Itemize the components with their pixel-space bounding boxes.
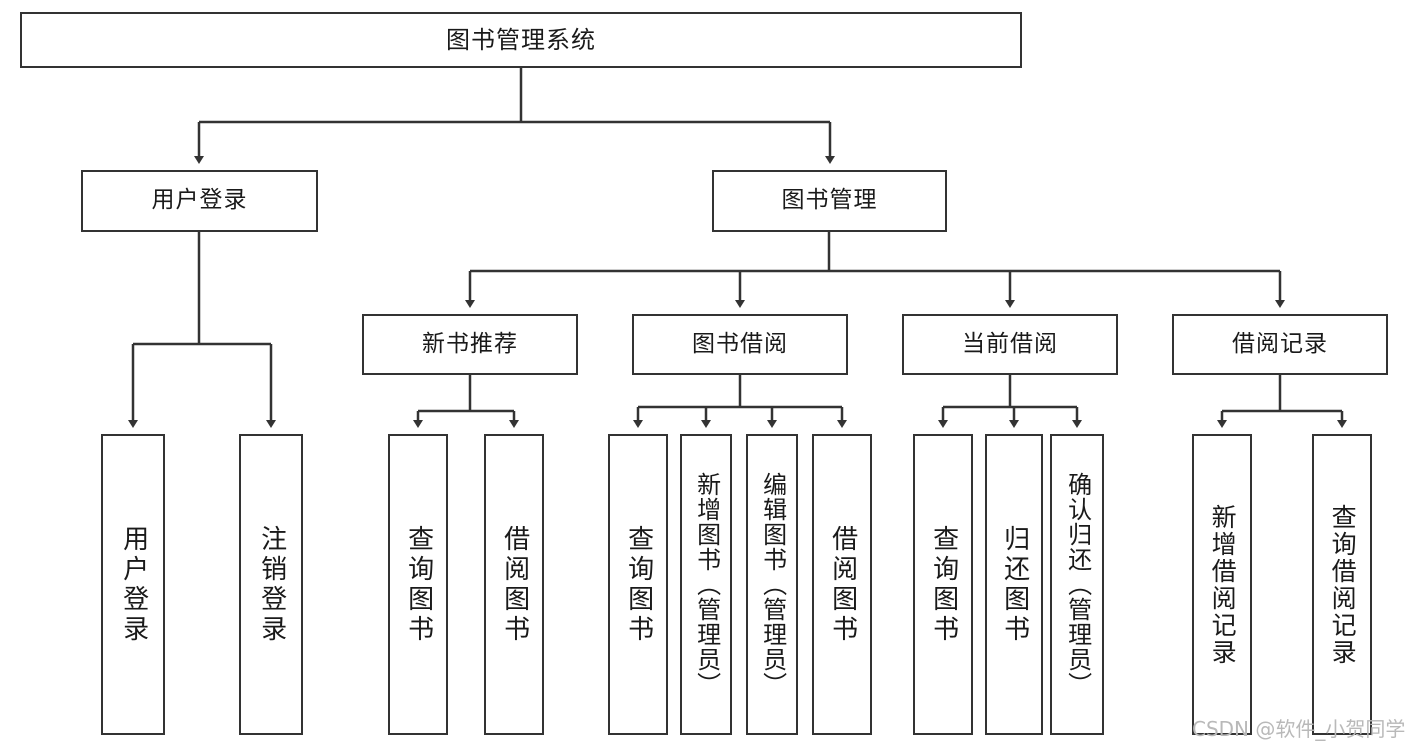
node-leaf-query-book-3[interactable]: 查询图书	[913, 434, 973, 735]
leaf-label: 查询图书	[403, 524, 434, 645]
leaf-label: 查询图书	[928, 524, 959, 645]
node-leaf-query-book-1[interactable]: 查询图书	[388, 434, 448, 735]
node-new-book-recommend[interactable]: 新书推荐	[362, 314, 578, 375]
leaf-label: 借阅图书	[827, 524, 858, 645]
leaf-label: 用户登录	[118, 524, 149, 645]
node-book-manage[interactable]: 图书管理	[712, 170, 947, 232]
node-leaf-borrow-book-1[interactable]: 借阅图书	[484, 434, 544, 735]
leaf-label: 新增图书（管理员）	[692, 472, 721, 697]
node-leaf-query-borrow-record[interactable]: 查询借阅记录	[1312, 434, 1372, 735]
watermark-text: CSDN @软件_小贺同学	[1192, 717, 1405, 741]
leaf-label: 归还图书	[999, 524, 1030, 645]
node-leaf-query-book-2[interactable]: 查询图书	[608, 434, 668, 735]
node-current-borrow[interactable]: 当前借阅	[902, 314, 1118, 375]
node-leaf-borrow-book-2[interactable]: 借阅图书	[812, 434, 872, 735]
node-user-login[interactable]: 用户登录	[81, 170, 318, 232]
node-borrow-record[interactable]: 借阅记录	[1172, 314, 1388, 375]
node-leaf-user-logout[interactable]: 注销登录	[239, 434, 303, 735]
leaf-label: 编辑图书（管理员）	[758, 472, 787, 697]
leaf-label: 借阅图书	[499, 524, 530, 645]
node-leaf-add-book[interactable]: 新增图书（管理员）	[680, 434, 732, 735]
node-leaf-user-login[interactable]: 用户登录	[101, 434, 165, 735]
leaf-label: 确认归还（管理员）	[1063, 472, 1092, 697]
node-book-borrow[interactable]: 图书借阅	[632, 314, 848, 375]
node-leaf-add-borrow-record[interactable]: 新增借阅记录	[1192, 434, 1252, 735]
leaf-label: 查询图书	[623, 524, 654, 645]
leaf-label: 查询借阅记录	[1328, 503, 1358, 666]
node-leaf-edit-book[interactable]: 编辑图书（管理员）	[746, 434, 798, 735]
node-leaf-return-book[interactable]: 归还图书	[985, 434, 1043, 735]
node-leaf-confirm-return[interactable]: 确认归还（管理员）	[1050, 434, 1104, 735]
leaf-label: 新增借阅记录	[1208, 503, 1238, 666]
node-root[interactable]: 图书管理系统	[20, 12, 1022, 68]
leaf-label: 注销登录	[256, 524, 287, 645]
